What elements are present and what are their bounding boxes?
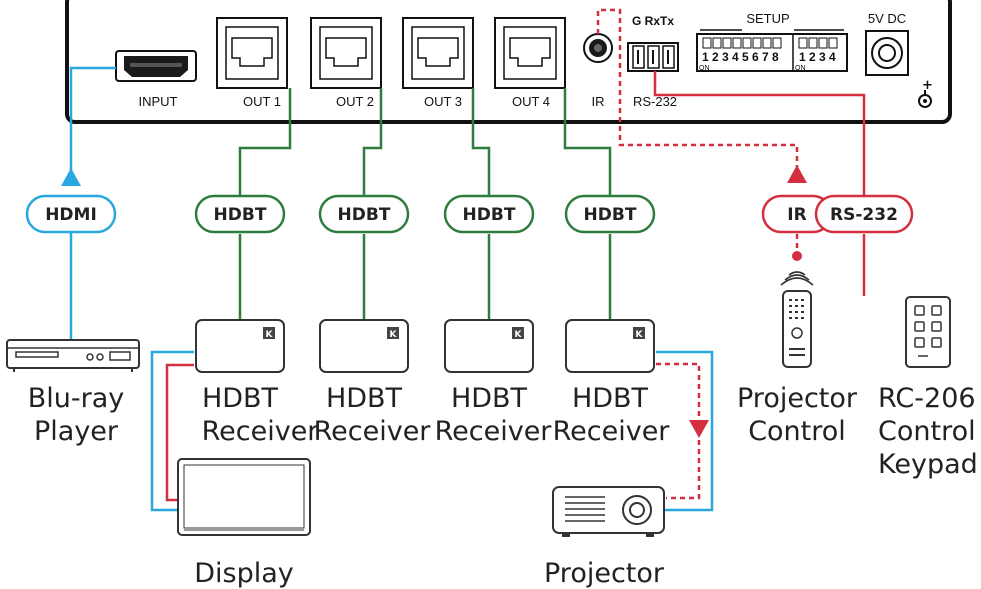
dip-on-label-b: ON bbox=[795, 65, 806, 72]
hdbt-pill-2: HDBT bbox=[318, 194, 410, 234]
hdbt-pill-2-label: HDBT bbox=[338, 205, 391, 225]
keypad-label-line2: Control bbox=[878, 416, 976, 447]
dip-on-label-a: ON bbox=[699, 65, 710, 72]
hdmi-arrow-icon bbox=[61, 168, 81, 186]
hdmi-pill-label: HDMI bbox=[45, 205, 97, 225]
rs232-cable bbox=[165, 71, 866, 502]
remote-control-icon bbox=[782, 290, 812, 368]
bluray-label-line2: Player bbox=[34, 416, 119, 447]
svg-text:+: + bbox=[922, 78, 933, 93]
hdbt-receiver-4-icon: K bbox=[565, 319, 655, 373]
hdbt-output-port-4 bbox=[494, 17, 566, 89]
out3-port-label: OUT 3 bbox=[424, 94, 462, 109]
hdmi-input-port bbox=[115, 50, 197, 82]
hdbt-pill-4-label: HDBT bbox=[584, 205, 637, 225]
power-polarity-icon: + bbox=[918, 78, 933, 108]
hdbt-pill-3: HDBT bbox=[443, 194, 535, 234]
receiver-to-projector-ir bbox=[656, 362, 701, 500]
dip-numbers-bank-b: 1 2 3 4 bbox=[799, 50, 836, 64]
ir-cable bbox=[596, 8, 799, 252]
ir-pill-label: IR bbox=[787, 205, 806, 225]
bluray-label-line1: Blu-ray bbox=[28, 383, 125, 414]
receiver-3-label-line2: Receiver bbox=[435, 416, 553, 447]
input-port-label: INPUT bbox=[139, 94, 178, 109]
display-monitor-icon bbox=[177, 458, 311, 536]
hdbt-receiver-1-icon: K bbox=[195, 319, 285, 373]
out1-port-label: OUT 1 bbox=[243, 94, 281, 109]
ir-port-label: IR bbox=[592, 94, 605, 109]
projector-icon bbox=[552, 486, 665, 537]
hdbt-output-port-3 bbox=[402, 17, 474, 89]
ir-signal-waves-icon bbox=[780, 271, 814, 286]
out2-port-label: OUT 2 bbox=[336, 94, 374, 109]
control-keypad-icon bbox=[905, 296, 951, 368]
projector-ir-arrow-icon bbox=[689, 420, 709, 438]
projector-label: Projector bbox=[544, 558, 665, 589]
hdbt-output-port-2 bbox=[310, 17, 382, 89]
setup-dip-switch-bank: 1 2 3 4 5 6 7 8 1 2 3 4 ON ON bbox=[696, 33, 848, 72]
rs232-port-label: RS-232 bbox=[633, 94, 677, 109]
dc-power-label: 5V DC bbox=[868, 11, 906, 26]
hdbt-pill-3-label: HDBT bbox=[463, 205, 516, 225]
ir-jack-port bbox=[583, 33, 613, 63]
out4-port-label: OUT 4 bbox=[512, 94, 550, 109]
keypad-label-line3: Keypad bbox=[878, 449, 978, 480]
hdmi-pill: HDMI bbox=[25, 194, 117, 234]
display-label: Display bbox=[194, 558, 294, 589]
ir-arrow-icon bbox=[787, 165, 807, 183]
switcher-rear-panel: INPUT OUT 1 OUT 2 OUT 3 OUT 4 bbox=[65, 0, 952, 124]
hdbt-output-port-1 bbox=[216, 17, 288, 89]
hdbt-pill-1: HDBT bbox=[194, 194, 286, 234]
hdbt-cables bbox=[238, 88, 612, 320]
dc-power-jack bbox=[865, 30, 909, 76]
hdbt-pill-4: HDBT bbox=[564, 194, 656, 234]
receiver-1-label-line2: Receiver bbox=[202, 416, 320, 447]
ir-emitter-icon bbox=[792, 251, 802, 261]
receiver-1-label-line1: HDBT bbox=[202, 383, 279, 414]
hdmi-cable bbox=[69, 66, 714, 512]
receiver-1-brand: K bbox=[266, 330, 274, 340]
receiver-4-label-line1: HDBT bbox=[572, 383, 649, 414]
keypad-label-line1: RC-206 bbox=[878, 383, 976, 414]
hdbt-receiver-2-icon: K bbox=[319, 319, 409, 373]
hdbt-receiver-3-icon: K bbox=[444, 319, 534, 373]
receiver-4-label-line2: Receiver bbox=[553, 416, 671, 447]
rs232-pill-label: RS-232 bbox=[830, 205, 898, 225]
rs232-pill: RS-232 bbox=[814, 194, 914, 234]
hdbt-pill-1-label: HDBT bbox=[214, 205, 267, 225]
setup-label: SETUP bbox=[746, 11, 789, 26]
receiver-3-label-line1: HDBT bbox=[451, 383, 528, 414]
projector-control-label-line2: Control bbox=[748, 416, 846, 447]
receiver-2-label-line2: Receiver bbox=[314, 416, 432, 447]
receiver-4-brand: K bbox=[636, 330, 644, 340]
bluray-player-icon bbox=[6, 339, 140, 372]
dip-numbers-bank-a: 1 2 3 4 5 6 7 8 bbox=[702, 50, 779, 64]
receiver-3-brand: K bbox=[515, 330, 523, 340]
receiver-2-label-line1: HDBT bbox=[326, 383, 403, 414]
receiver-2-brand: K bbox=[390, 330, 398, 340]
projector-control-label-line1: Projector bbox=[737, 383, 858, 414]
terminal-header-label: G RxTx bbox=[632, 14, 674, 28]
rs232-terminal-block bbox=[627, 42, 679, 72]
